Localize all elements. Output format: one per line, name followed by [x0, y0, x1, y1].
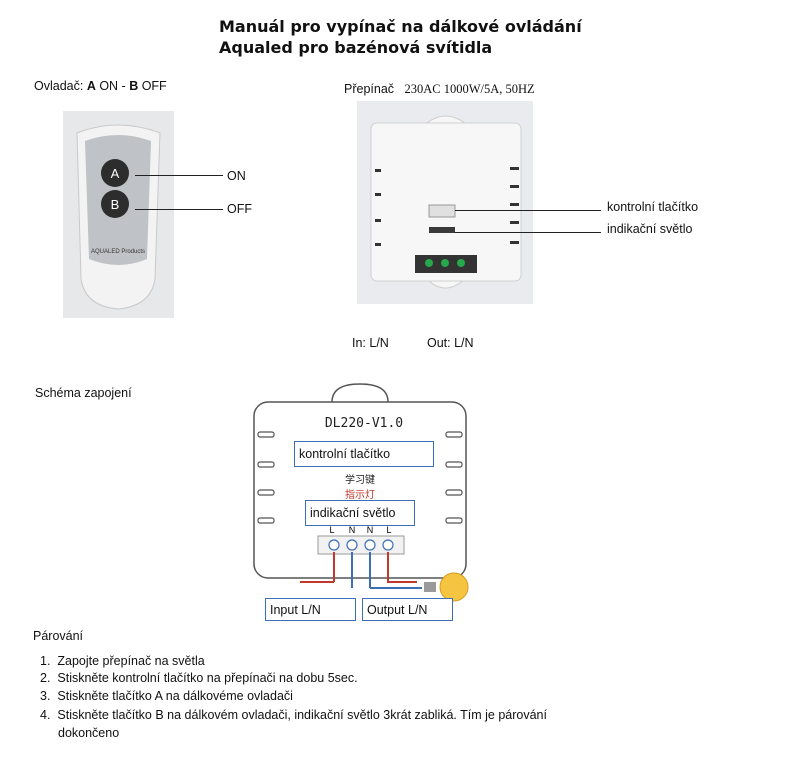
wiring-title: Schéma zapojení — [35, 386, 132, 400]
remote-photo: A B AQUALED Products — [63, 111, 174, 318]
terminal-2: N — [349, 525, 356, 535]
off-label: OFF — [227, 202, 252, 216]
remote-illustration: A B AQUALED Products — [63, 111, 174, 318]
on-pointer-line — [135, 175, 223, 176]
chinese-light-label: 指示灯 — [345, 488, 375, 501]
module-model: DL220-V1.0 — [325, 416, 403, 431]
control-button-pointer — [455, 210, 601, 211]
switch-label: Přepínač 230AC 1000W/5A, 50HZ — [344, 82, 535, 96]
document-title: Manuál pro vypínač na dálkové ovládání A… — [219, 16, 582, 58]
pairing-step-2: 2. Stiskněte kontrolní tlačítko na přepí… — [40, 671, 358, 685]
wiring-control-button-box: kontrolní tlačítko — [294, 441, 434, 467]
out-label: Out: L/N — [427, 336, 474, 350]
switch-photo — [357, 101, 533, 304]
wiring-module-outline: DL220-V1.0 学习键 指示灯 L N N L — [253, 383, 467, 589]
remote-brand: AQUALED Products — [91, 249, 145, 255]
pairing-step-4-continued: dokončeno — [58, 726, 120, 740]
switch-illustration — [357, 101, 533, 304]
remote-button-b: B — [111, 197, 120, 212]
in-label: In: L/N — [352, 336, 389, 350]
light-bulb-icon — [420, 571, 480, 603]
output-box: Output L/N — [362, 598, 453, 621]
indicator-pointer — [455, 232, 601, 233]
off-pointer-line — [135, 209, 223, 210]
wiring-indicator-box: indikační světlo — [305, 500, 415, 526]
remote-button-a: A — [111, 166, 120, 181]
title-line-1: Manuál pro vypínač na dálkové ovládání — [219, 17, 582, 36]
indicator-label: indikační světlo — [607, 222, 693, 236]
pairing-steps: 1. Zapojte přepínač na světla 2. Stiskně… — [40, 653, 780, 753]
wiring-diagram: DL220-V1.0 学习键 指示灯 L N N L — [252, 382, 472, 592]
pairing-step-4: 4. Stiskněte tlačítko B na dálkovém ovla… — [40, 708, 547, 722]
control-button-label: kontrolní tlačítko — [607, 200, 699, 214]
pairing-step-1: 1. Zapojte přepínač na světla — [40, 654, 205, 668]
input-box: Input L/N — [265, 598, 356, 621]
on-label: ON — [227, 169, 246, 183]
terminal-4: L — [386, 525, 391, 535]
title-line-2: Aqualed pro bazénová svítidla — [219, 38, 493, 57]
terminal-1: L — [329, 525, 334, 535]
remote-label: Ovladač: A ON - B OFF — [34, 79, 167, 93]
pairing-step-3: 3. Stiskněte tlačítko A na dálkovéme ovl… — [40, 689, 293, 703]
terminal-3: N — [367, 525, 374, 535]
pairing-title: Párování — [33, 629, 84, 643]
chinese-button-label: 学习键 — [345, 473, 375, 486]
